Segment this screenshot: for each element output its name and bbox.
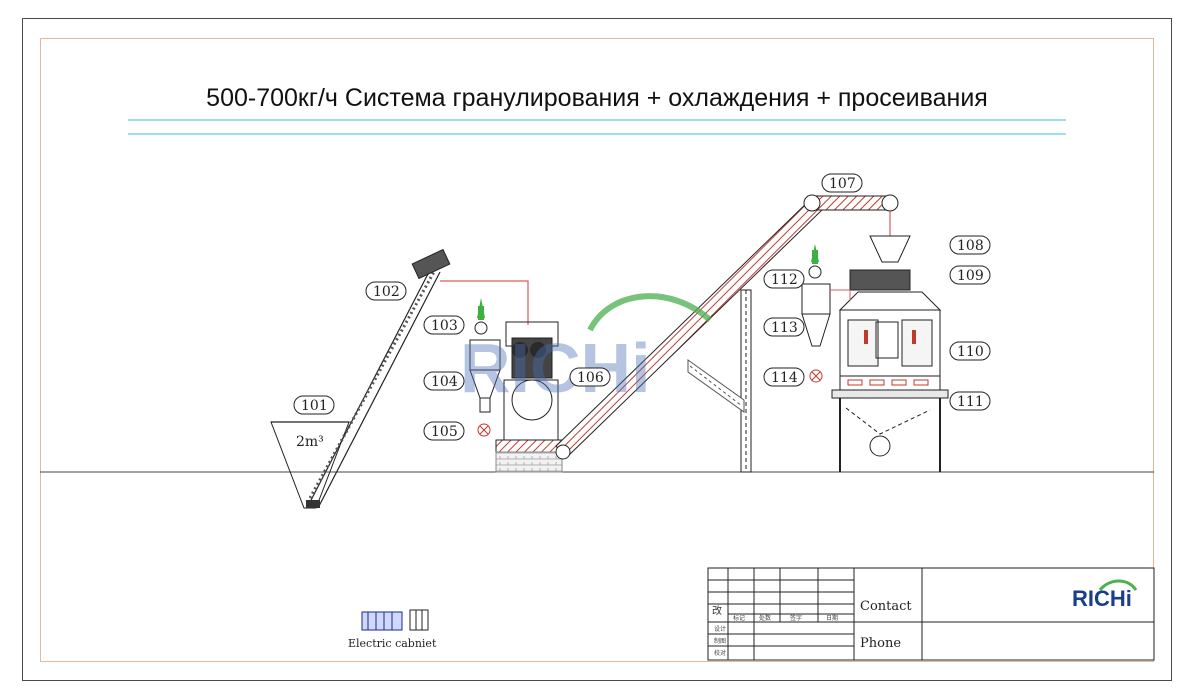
label-103: 103	[431, 318, 458, 334]
label-109: 109	[957, 268, 984, 284]
row-design: 设计	[714, 625, 726, 633]
pellet-mill	[495, 321, 563, 473]
revision-mark: 改	[712, 604, 722, 617]
callouts: 101 102 103 104 105 106 107 108 109 110 …	[293, 173, 991, 441]
row-draw: 制图	[714, 637, 726, 645]
cooler-air-system	[801, 244, 851, 383]
label-108: 108	[957, 238, 984, 254]
label-106: 106	[577, 370, 604, 386]
label-111: 111	[957, 394, 984, 410]
label-101: 101	[301, 398, 328, 414]
airlock-105	[477, 423, 491, 437]
support-column	[687, 289, 752, 473]
title-block-logo: RICHi	[1072, 586, 1132, 611]
bucket-elevator-106	[555, 194, 899, 460]
outer-border	[22, 18, 1172, 681]
title-block: 改 标记 处数 签字 日期 设计 制图 校对 Contact Phone RIC…	[707, 567, 1155, 661]
counterflow-cooler	[831, 235, 949, 472]
label-107: 107	[829, 176, 856, 192]
header-mark: 标记	[733, 614, 745, 622]
label-113: 113	[771, 320, 798, 336]
hopper-101: 2m³	[270, 421, 350, 509]
label-110: 110	[957, 344, 984, 360]
phone-label: Phone	[860, 636, 901, 651]
label-104: 104	[431, 374, 458, 390]
cyclone-104	[469, 339, 501, 413]
header-sign: 签字	[790, 614, 802, 622]
feed-pipe	[440, 280, 529, 325]
label-112: 112	[771, 272, 798, 288]
header-count: 处数	[759, 614, 771, 622]
screw-conveyor-102	[306, 248, 451, 509]
header-date: 日期	[826, 614, 838, 622]
hopper-capacity: 2m³	[296, 434, 324, 450]
logo-swoosh	[1098, 579, 1138, 592]
contact-label: Contact	[860, 599, 912, 614]
watermark-text: RICHi	[460, 329, 651, 407]
row-check: 校对	[714, 649, 726, 657]
page-title: 500-700кг/ч Система гранулирования + охл…	[206, 84, 988, 112]
fan-103	[474, 298, 488, 335]
label-102: 102	[373, 284, 400, 300]
label-105: 105	[431, 424, 458, 440]
electric-cabinet: Electric cabniet	[348, 609, 437, 650]
inner-border	[40, 38, 1154, 662]
label-114: 114	[771, 370, 798, 386]
cabinet-label: Electric cabniet	[348, 637, 437, 650]
richi-watermark: RICHi	[460, 293, 713, 407]
